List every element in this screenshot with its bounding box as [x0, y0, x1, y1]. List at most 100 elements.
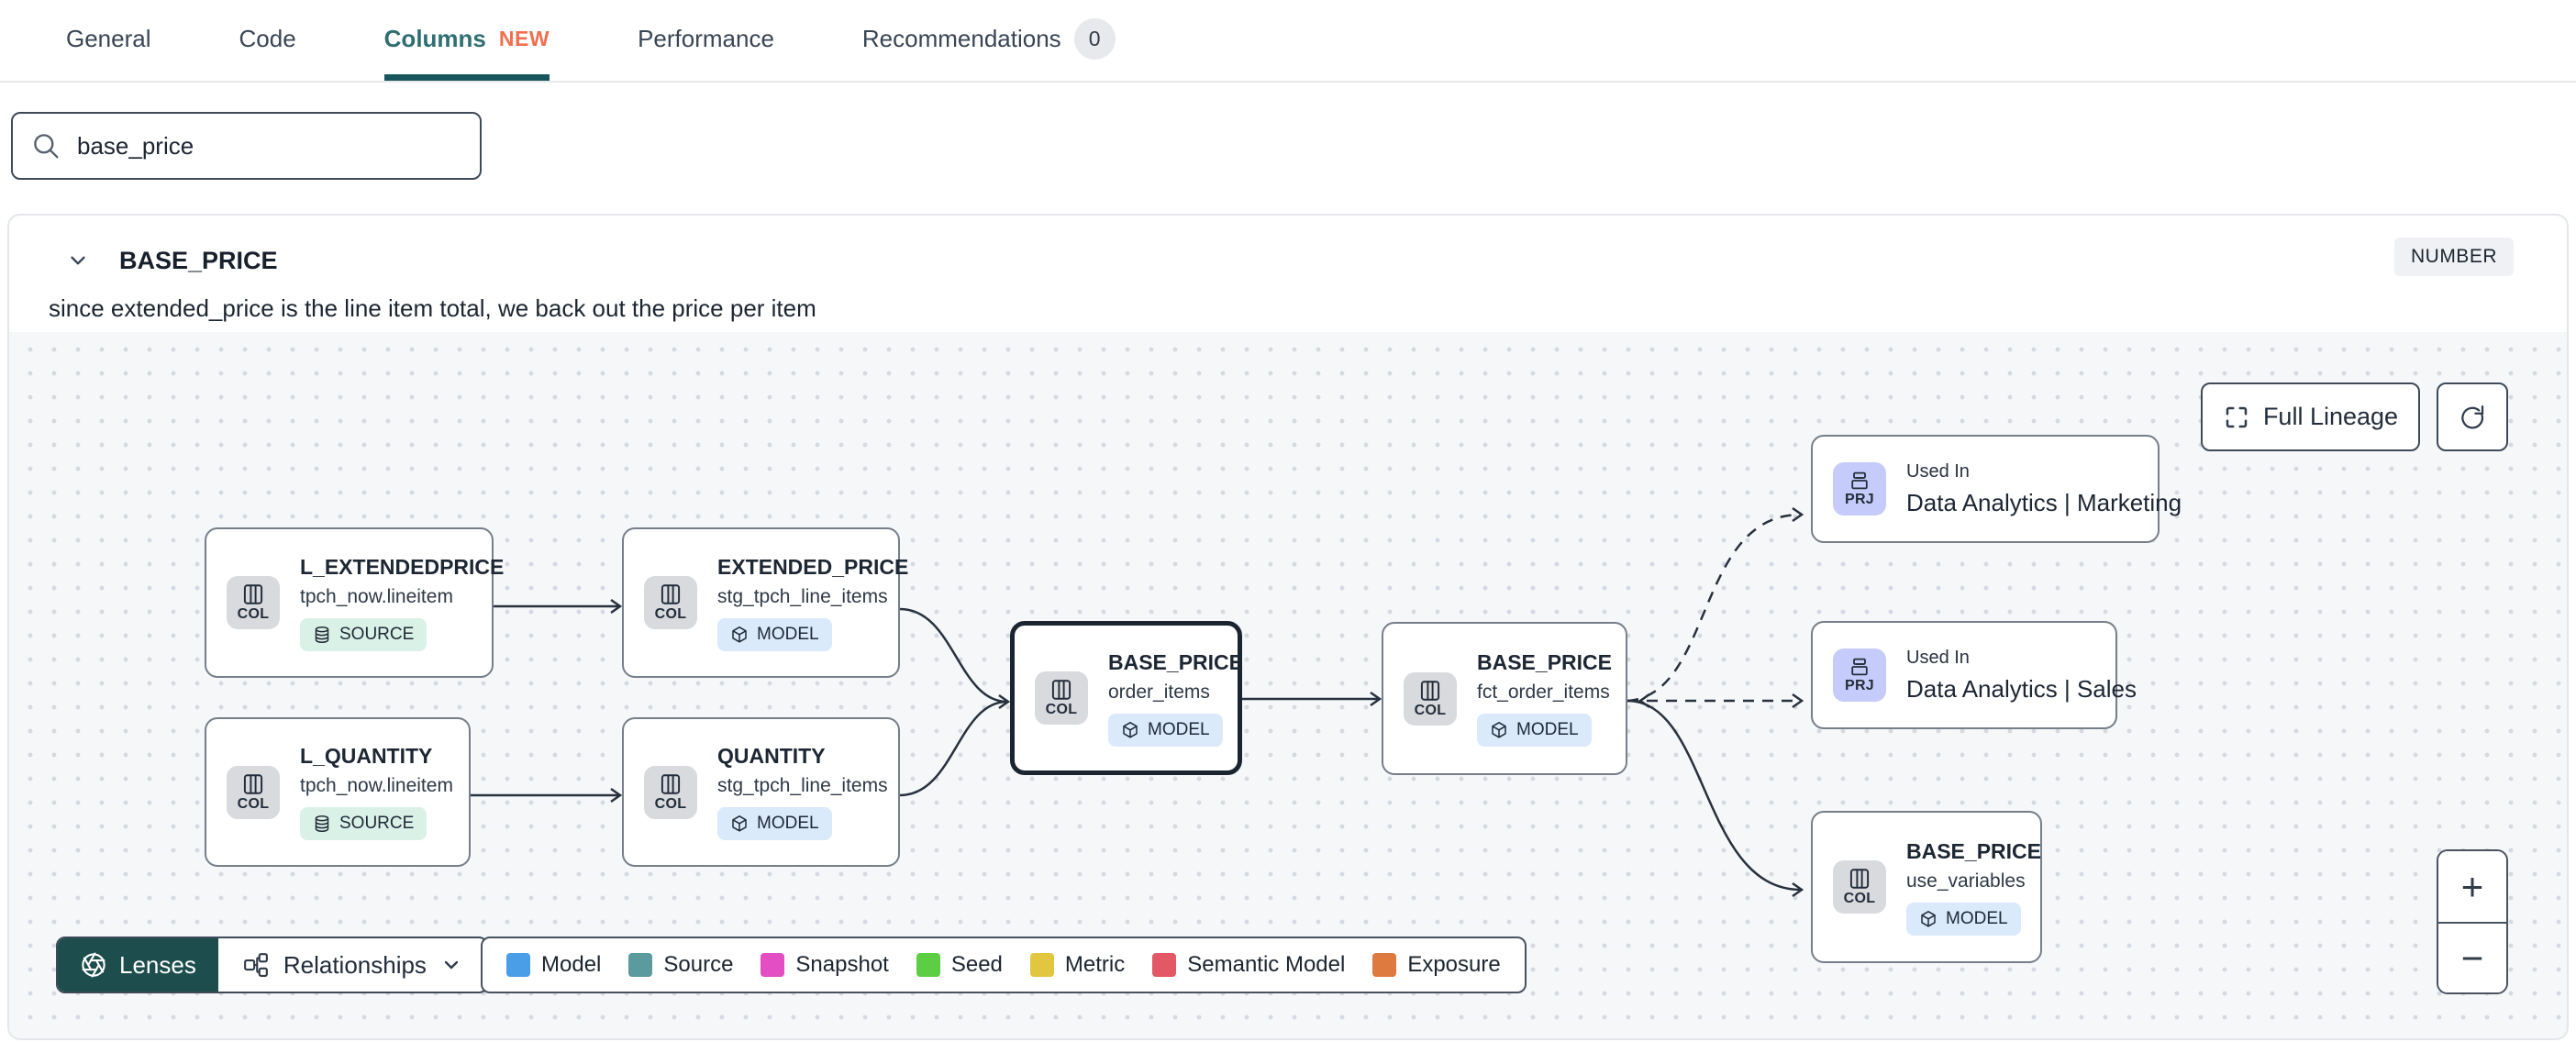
node-title: BASE_PRICE [1906, 838, 2041, 863]
resource-badge: MODEL [1477, 714, 1592, 747]
cube-icon [1492, 722, 1506, 738]
lineage-node-exposure-sales[interactable]: PRJ Used In Data Analytics | Sales [1811, 621, 2137, 729]
legend-swatch [1029, 953, 1054, 977]
lineage-node-exposure-marketing[interactable]: PRJ Used In Data Analytics | Marketing [1811, 435, 2182, 543]
legend-item-seed: Seed [916, 952, 1003, 978]
node-subtitle: use_variables [1906, 870, 2026, 892]
zoom-out-button[interactable]: − [2438, 922, 2506, 992]
column-chip: COL [644, 576, 697, 629]
legend-item-metric: Metric [1029, 952, 1125, 978]
cube-icon [732, 626, 747, 643]
resource-badge: MODEL [1108, 713, 1223, 747]
legend-swatch [1372, 953, 1397, 977]
aperture-icon [82, 952, 105, 978]
resource-badge: MODEL [717, 617, 832, 651]
node-title: Data Analytics | Marketing [1906, 488, 2182, 516]
columns-icon [243, 584, 263, 604]
node-kicker: Used In [1906, 647, 1970, 668]
search-icon [34, 134, 59, 159]
legend-swatch [628, 953, 653, 977]
column-description: since extended_price is the line item to… [49, 294, 816, 322]
relationships-dropdown[interactable]: Relationships [218, 938, 486, 992]
legend-item-snapshot: Snapshot [761, 952, 889, 978]
column-name: BASE_PRICE [119, 246, 278, 274]
columns-icon [243, 773, 263, 794]
relationships-icon [243, 953, 268, 977]
zoom-controls: + − [2437, 849, 2508, 994]
node-subtitle: stg_tpch_line_items [717, 775, 888, 796]
archive-icon [1851, 658, 1868, 676]
search-input[interactable] [77, 131, 461, 161]
legend-swatch [916, 953, 940, 977]
lineage-node-base-price-use-variables[interactable]: COL BASE_PRICE use_variables MODEL [1811, 811, 2042, 963]
lineage-edges [471, 506, 1804, 898]
tab-performance[interactable]: Performance [638, 25, 774, 52]
data-type-badge: NUMBER [2393, 238, 2514, 276]
lineage-canvas[interactable]: COL L_EXTENDEDPRICE tpch_now.lineitem SO… [9, 332, 2567, 1038]
cube-icon [1921, 910, 1936, 927]
node-kicker: Used In [1906, 460, 1970, 482]
column-chip: COL [1833, 860, 1886, 914]
node-title: L_QUANTITY [300, 744, 433, 768]
legend-item-exposure: Exposure [1372, 952, 1501, 978]
column-chip: COL [644, 765, 697, 819]
database-icon [315, 626, 329, 643]
node-subtitle: tpch_now.lineitem [300, 585, 453, 607]
tab-general[interactable]: General [66, 25, 151, 52]
columns-icon [1849, 869, 1870, 889]
lineage-node-base-price-order-items[interactable]: COL BASE_PRICE order_items MODEL [1010, 621, 1243, 775]
node-subtitle: fct_order_items [1477, 682, 1610, 703]
columns-icon [661, 584, 681, 604]
tab-columns[interactable]: Columns NEW [383, 0, 550, 81]
column-chip: COL [1035, 671, 1088, 725]
search-row [0, 83, 2576, 180]
tab-bar: General Code Columns NEW Performance Rec… [0, 0, 2576, 83]
full-lineage-button[interactable]: Full Lineage [2201, 382, 2420, 451]
database-icon [315, 815, 329, 832]
lineage-node-base-price-fct-order-items[interactable]: COL BASE_PRICE fct_order_items MODEL [1382, 622, 1627, 775]
cube-icon [732, 815, 747, 832]
columns-icon [661, 773, 681, 794]
node-subtitle: stg_tpch_line_items [717, 585, 888, 607]
lineage-node-extended-price[interactable]: COL EXTENDED_PRICE stg_tpch_line_items M… [622, 527, 908, 678]
legend-swatch [506, 953, 530, 977]
node-title: EXTENDED_PRICE [717, 554, 909, 579]
cube-icon [1123, 721, 1138, 738]
node-title: QUANTITY [717, 744, 826, 768]
column-card-header: BASE_PRICE NUMBER [9, 216, 2567, 285]
legend-item-source: Source [628, 952, 733, 978]
tab-code[interactable]: Code [239, 25, 296, 52]
column-card: BASE_PRICE NUMBER since extended_price i… [7, 214, 2569, 1040]
column-chip: COL [227, 765, 280, 819]
node-subtitle: tpch_now.lineitem [300, 775, 453, 796]
node-title: BASE_PRICE [1108, 649, 1243, 674]
column-chip: COL [1404, 671, 1457, 726]
columns-icon [1420, 680, 1440, 701]
project-chip: PRJ [1833, 462, 1886, 515]
refresh-button[interactable] [2437, 382, 2508, 451]
resource-badge: SOURCE [300, 617, 427, 651]
legend-item-semantic-model: Semantic Model [1152, 952, 1345, 978]
column-chip: COL [227, 576, 280, 629]
lineage-node-l-extendedprice[interactable]: COL L_EXTENDEDPRICE tpch_now.lineitem SO… [205, 527, 504, 678]
legend-item-model: Model [506, 952, 601, 978]
resource-badge: MODEL [1906, 902, 2021, 936]
chevron-down-icon[interactable] [66, 249, 90, 272]
expand-icon [2226, 406, 2248, 427]
search-box[interactable] [11, 112, 482, 180]
node-title: BASE_PRICE [1477, 650, 1612, 674]
lenses-button[interactable]: Lenses [58, 938, 218, 992]
resource-badge: MODEL [717, 807, 832, 840]
lineage-node-l-quantity[interactable]: COL L_QUANTITY tpch_now.lineitem SOURCE [205, 717, 471, 867]
refresh-icon [2461, 405, 2484, 428]
columns-icon [1051, 680, 1071, 700]
lineage-node-quantity[interactable]: COL QUANTITY stg_tpch_line_items MODEL [622, 717, 900, 867]
new-badge: NEW [498, 27, 550, 50]
archive-icon [1851, 471, 1868, 490]
node-subtitle: order_items [1108, 681, 1210, 703]
lens-toolbar: Lenses Relationships [56, 937, 488, 993]
legend-swatch [761, 953, 785, 977]
zoom-in-button[interactable]: + [2438, 851, 2506, 922]
legend-swatch [1152, 953, 1177, 977]
tab-recommendations[interactable]: Recommendations 0 [862, 0, 1116, 81]
